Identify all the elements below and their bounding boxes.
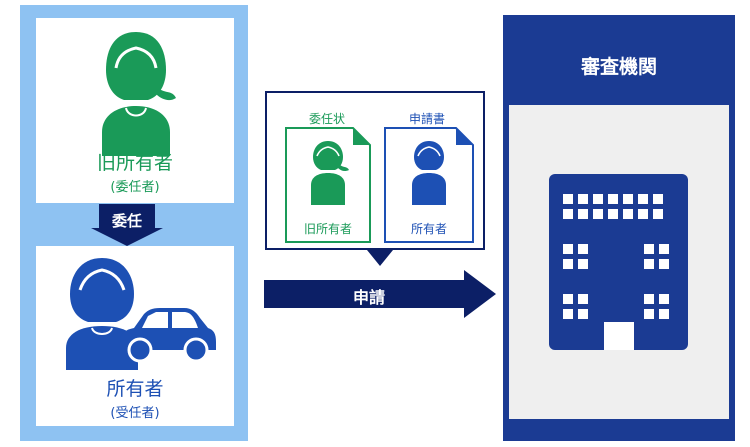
former-owner-card: 旧所有者 (委任者) xyxy=(36,18,234,203)
owner-card: 所有者 (受任者) xyxy=(36,246,234,426)
documents-pointer xyxy=(367,250,393,266)
woman-green-icon xyxy=(311,141,349,205)
former-owner-subtitle: (委任者) xyxy=(110,180,160,195)
building-icon xyxy=(549,174,688,350)
agency-title: 審査機関 xyxy=(580,56,657,78)
car-icon xyxy=(120,308,216,363)
delegation-arrow xyxy=(91,204,163,246)
power-of-attorney-document xyxy=(285,127,371,243)
delegation-label: 委任 xyxy=(111,212,142,230)
application-form-document xyxy=(384,127,474,243)
woman-green-icon xyxy=(102,32,176,156)
woman-blue-icon xyxy=(66,258,138,370)
application-form-name: 所有者 xyxy=(410,222,447,236)
former-owner-title: 旧所有者 xyxy=(96,152,173,174)
application-form-header: 申請書 xyxy=(408,112,445,126)
apply-arrow xyxy=(264,270,496,318)
owner-title: 所有者 xyxy=(106,378,164,400)
power-of-attorney-header: 委任状 xyxy=(308,112,345,126)
owner-subtitle: (受任者) xyxy=(110,406,160,421)
power-of-attorney-name: 旧所有者 xyxy=(303,222,352,236)
woman-blue-icon xyxy=(412,141,446,205)
apply-label: 申請 xyxy=(352,288,385,307)
